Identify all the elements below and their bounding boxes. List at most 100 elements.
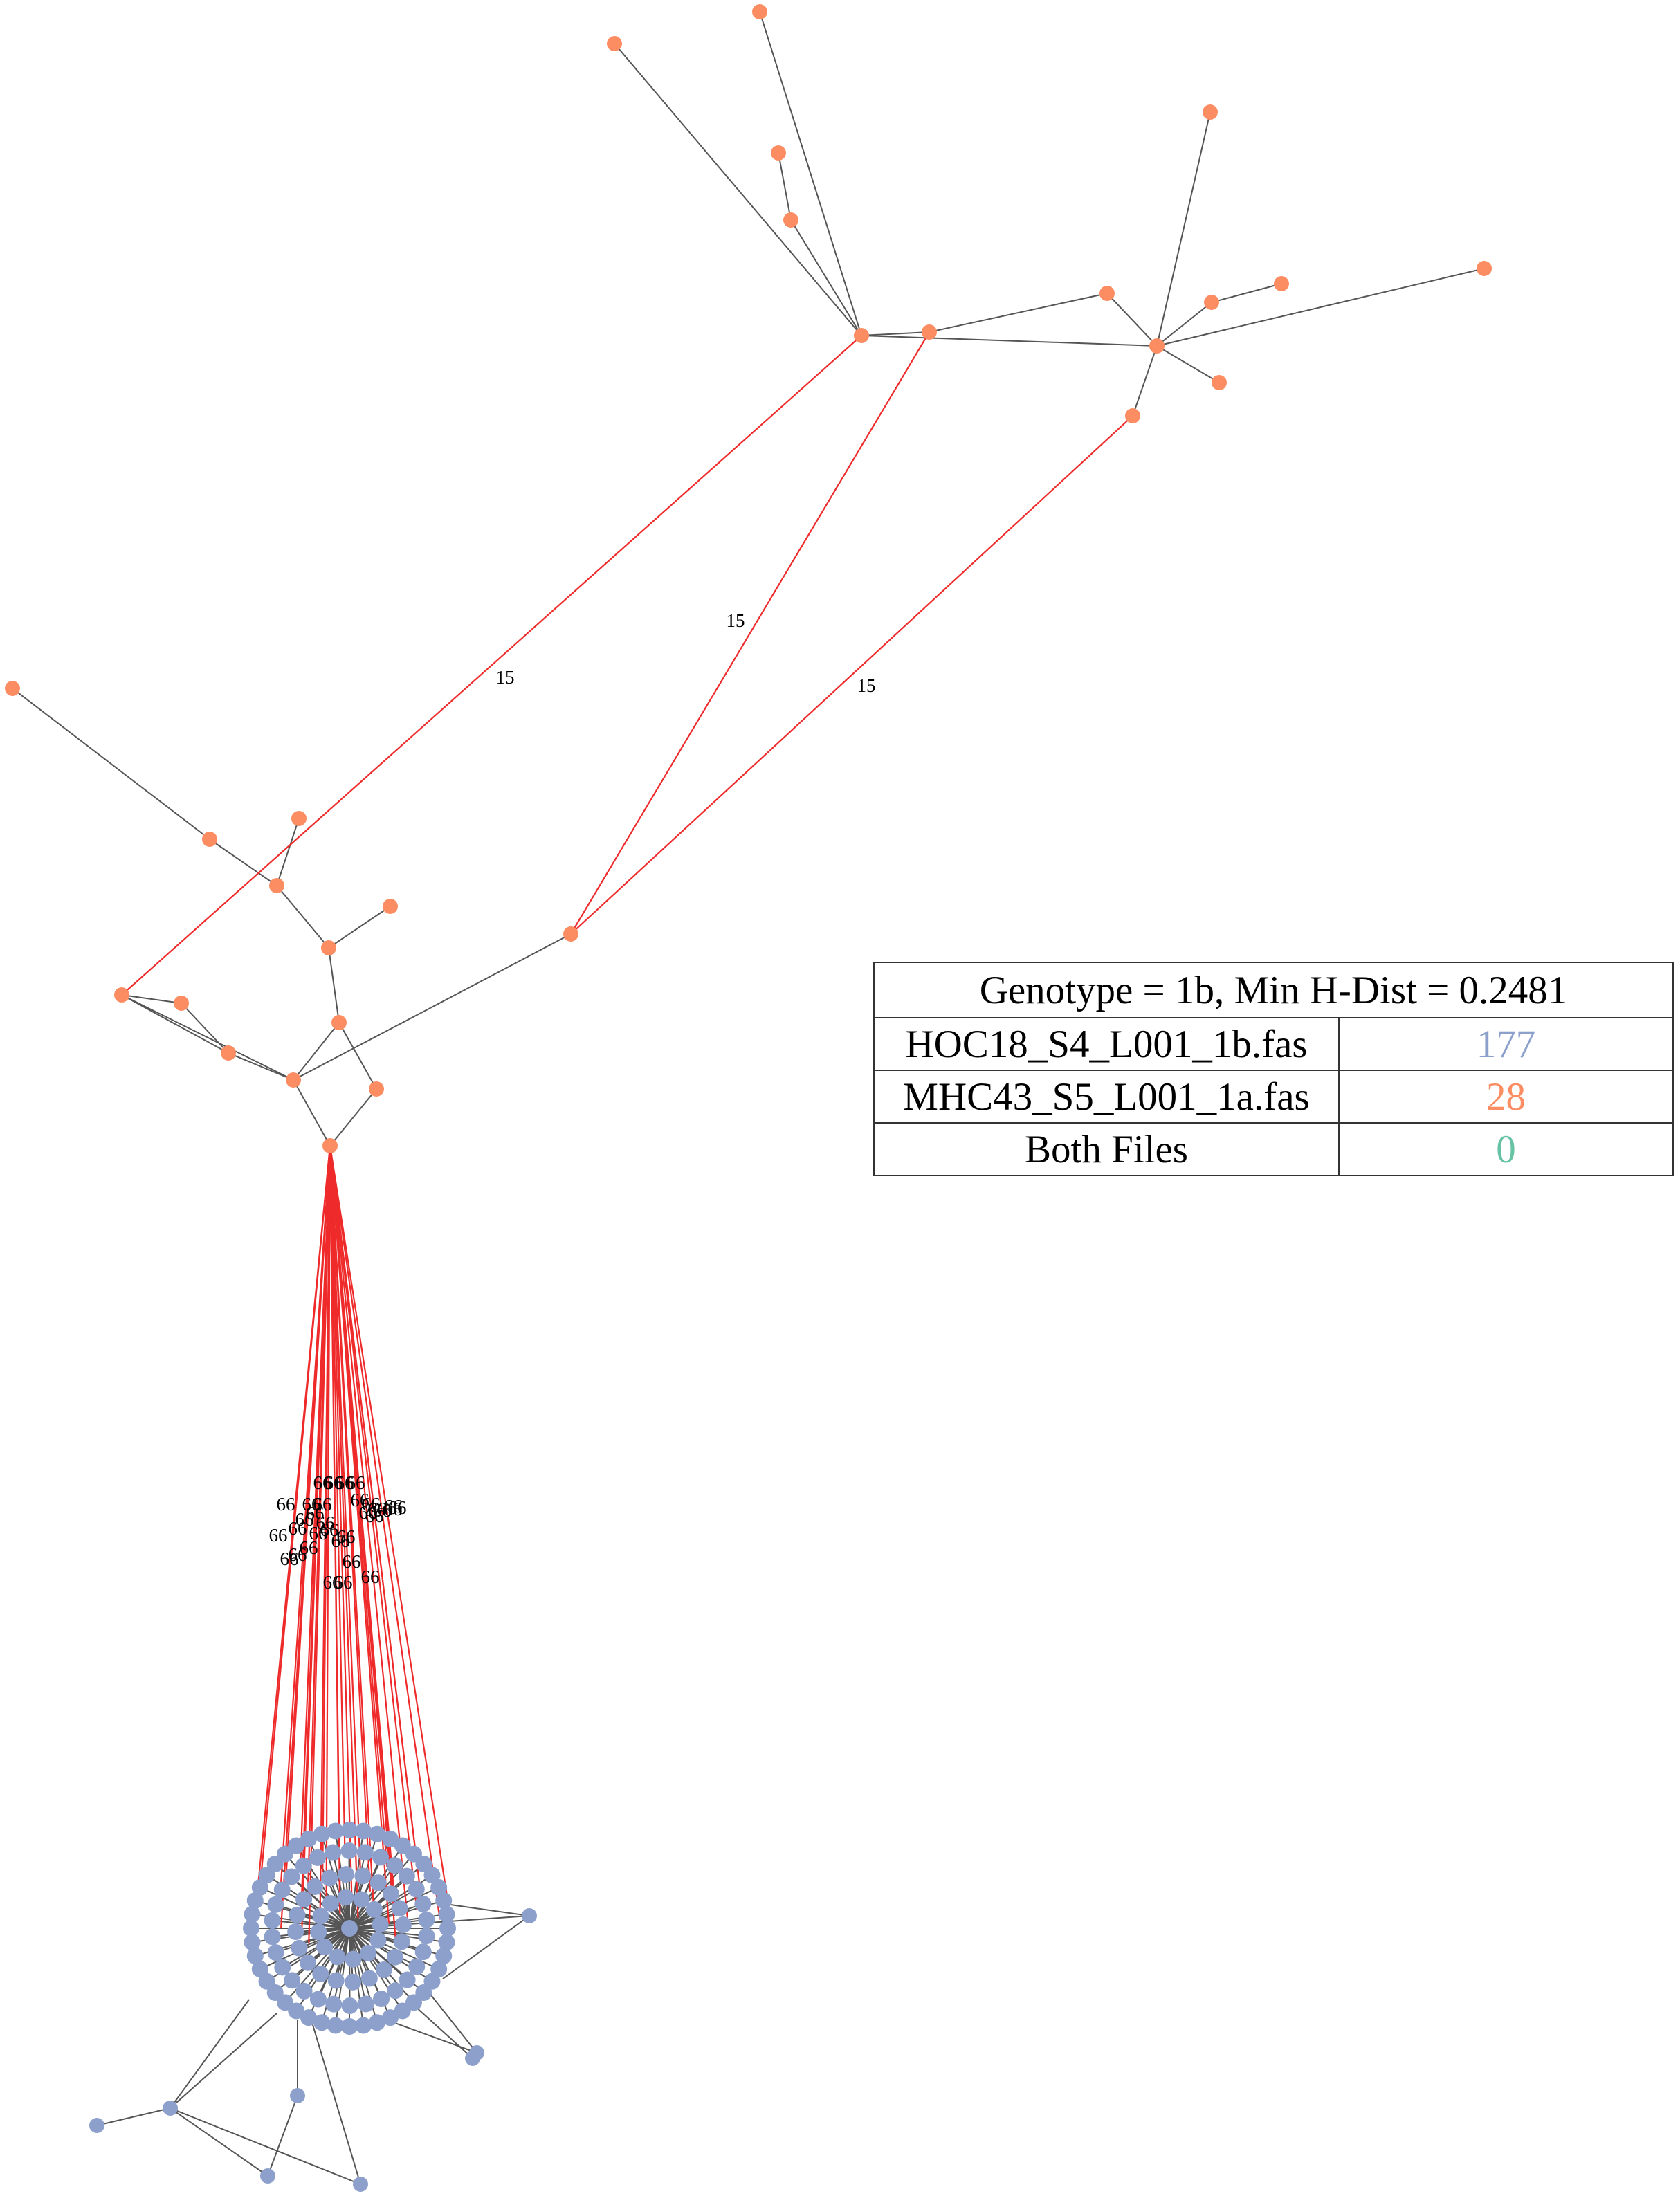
intra-edge bbox=[170, 2107, 268, 2177]
intra-edge bbox=[435, 1902, 530, 1916]
intra-edge bbox=[228, 1052, 294, 1081]
graph-nodes bbox=[5, 4, 1492, 2192]
node-file1 bbox=[295, 1891, 313, 1908]
node-file1 bbox=[522, 1908, 537, 1923]
intra-edge bbox=[276, 818, 300, 886]
node-file2 bbox=[286, 1072, 301, 1088]
node-file1 bbox=[408, 1958, 426, 1975]
legend-file1-count: 177 bbox=[1338, 1017, 1674, 1071]
node-file1 bbox=[360, 1970, 378, 1987]
intra-edge bbox=[349, 1903, 423, 1929]
node-file1 bbox=[423, 1867, 441, 1884]
node-file1 bbox=[290, 2088, 305, 2103]
node-file1 bbox=[375, 1961, 392, 1979]
node-file2 bbox=[5, 681, 20, 696]
inter-edge bbox=[570, 331, 930, 935]
intra-edge bbox=[338, 1022, 377, 1090]
legend-row-file2: MHC43_S5_L001_1a.fas 28 bbox=[873, 1070, 1674, 1124]
node-file1 bbox=[414, 1943, 432, 1961]
intra-edge bbox=[387, 2020, 477, 2053]
node-file1 bbox=[435, 1948, 453, 1965]
intra-edge bbox=[929, 293, 1108, 333]
node-file1 bbox=[430, 1879, 448, 1896]
node-file1 bbox=[341, 2018, 358, 2035]
intra-edge bbox=[349, 1928, 370, 1979]
node-file1 bbox=[360, 1944, 377, 1961]
edge-label-lower: 66 bbox=[365, 1506, 384, 1526]
intra-edge bbox=[96, 2107, 171, 2126]
inter-edge bbox=[329, 1145, 410, 1928]
intra-edge bbox=[349, 1928, 427, 1937]
edge-label-lower: 66 bbox=[361, 1566, 380, 1587]
node-file1 bbox=[387, 1982, 404, 2000]
node-file2 bbox=[322, 1138, 338, 1153]
node-file1 bbox=[340, 1842, 358, 1860]
node-file1 bbox=[394, 2002, 411, 2020]
legend-file2-label: MHC43_S5_L001_1a.fas bbox=[873, 1070, 1340, 1124]
intra-edge bbox=[272, 1919, 350, 1929]
node-file1 bbox=[373, 1991, 390, 2008]
edge-label-upper: 15 bbox=[727, 610, 745, 631]
intra-edge bbox=[1156, 268, 1485, 347]
node-file1 bbox=[391, 1900, 408, 1917]
node-file1 bbox=[246, 1892, 264, 1909]
edge-label-lower: 66 bbox=[280, 1548, 299, 1569]
node-file1 bbox=[381, 1830, 399, 1847]
intra-edge bbox=[778, 152, 792, 221]
edge-label-lower: 66 bbox=[325, 1472, 343, 1493]
node-file1 bbox=[309, 1991, 327, 2008]
intra-edge bbox=[861, 335, 1158, 347]
legend-row-both: Both Files 0 bbox=[873, 1122, 1674, 1176]
node-file1 bbox=[341, 1822, 358, 1838]
inter-edge bbox=[329, 1145, 441, 1920]
node-file1 bbox=[258, 1973, 275, 1990]
edge-label-lower: 66 bbox=[295, 1509, 314, 1530]
node-file1 bbox=[353, 2177, 368, 2192]
node-file2 bbox=[771, 145, 786, 161]
edge-label-lower: 66 bbox=[373, 1500, 392, 1521]
node-file2 bbox=[221, 1045, 236, 1061]
intra-edge bbox=[275, 1928, 350, 1954]
node-file2 bbox=[1212, 375, 1227, 390]
inter-edge bbox=[329, 1145, 421, 1890]
node-file1 bbox=[264, 1928, 281, 1946]
node-file1 bbox=[356, 1844, 374, 1861]
inter-edge bbox=[284, 1145, 331, 1885]
node-file1 bbox=[322, 1895, 339, 1912]
node-file2 bbox=[1204, 295, 1219, 310]
node-file2 bbox=[1099, 286, 1115, 301]
inter-edge bbox=[329, 1145, 397, 1941]
node-file1 bbox=[244, 1905, 261, 1923]
edge-label-lower: 66 bbox=[313, 1494, 332, 1515]
edge-label-lower: 66 bbox=[334, 1572, 353, 1593]
node-file1 bbox=[309, 1849, 326, 1866]
edge-label-lower: 66 bbox=[309, 1523, 328, 1544]
node-file1 bbox=[163, 2101, 178, 2116]
edge-label-lower: 66 bbox=[351, 1490, 369, 1510]
intra-edge bbox=[276, 885, 329, 949]
node-file2 bbox=[202, 832, 217, 847]
edge-label-lower: 66 bbox=[313, 1472, 332, 1493]
node-file1 bbox=[299, 1954, 316, 1971]
intra-edge bbox=[121, 994, 229, 1054]
node-file1 bbox=[398, 1867, 415, 1885]
node-file2 bbox=[607, 36, 622, 51]
node-file1 bbox=[337, 1866, 354, 1883]
node-file1 bbox=[312, 1907, 329, 1925]
intra-edge bbox=[170, 2107, 361, 2185]
node-file2 bbox=[1274, 276, 1289, 291]
edge-label-lower: 66 bbox=[336, 1472, 354, 1493]
node-file1 bbox=[289, 1906, 306, 1923]
edge-label-lower: 66 bbox=[384, 1499, 403, 1519]
edge-label-lower: 66 bbox=[289, 1518, 307, 1539]
node-file1 bbox=[325, 1844, 342, 1861]
inter-edge bbox=[329, 1145, 346, 1858]
node-file1 bbox=[354, 1867, 372, 1885]
intra-edge bbox=[170, 1999, 250, 2109]
node-file1 bbox=[383, 1885, 400, 1903]
inter-edge bbox=[329, 1145, 341, 1886]
node-file2 bbox=[1203, 104, 1218, 120]
edge-label-lower: 66 bbox=[302, 1494, 321, 1515]
